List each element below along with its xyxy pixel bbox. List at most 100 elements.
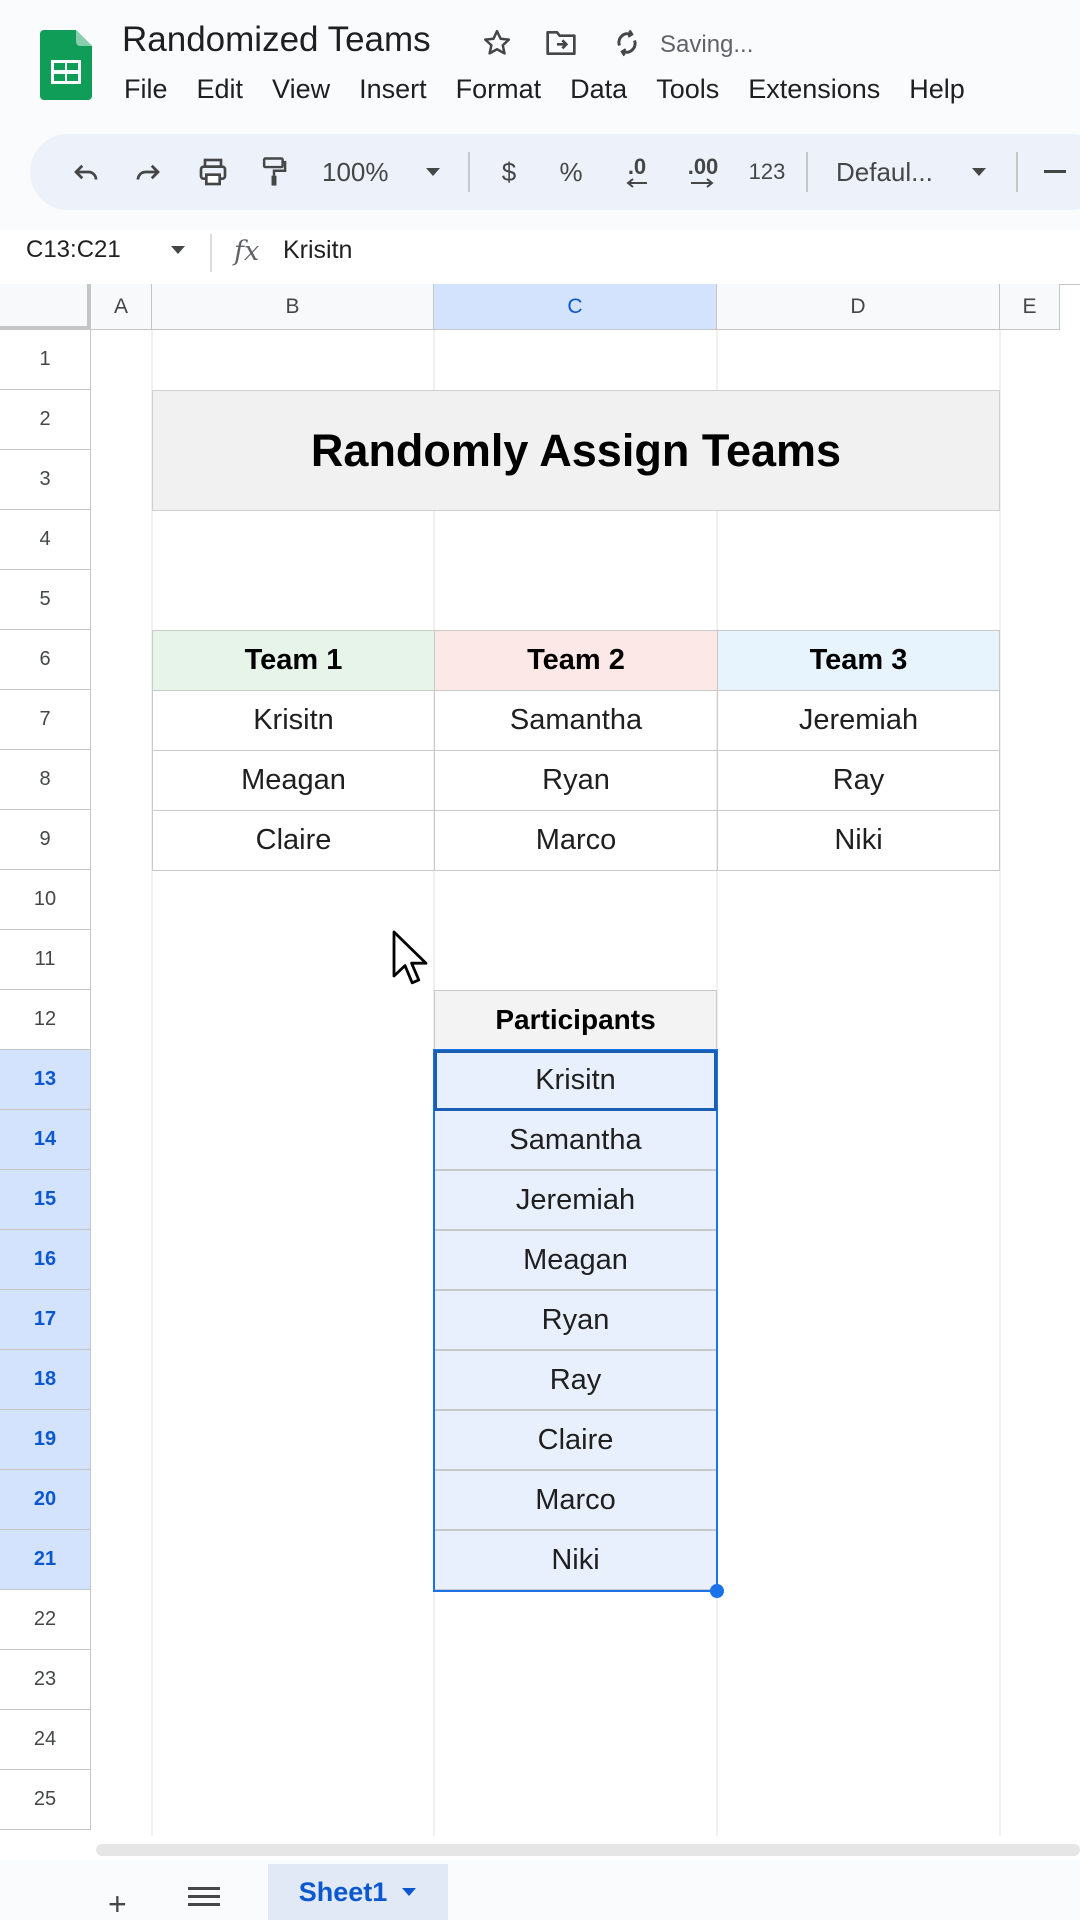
row-header[interactable]: 15 <box>0 1170 91 1230</box>
row-header[interactable]: 22 <box>0 1590 91 1650</box>
team-cell[interactable]: Krisitn <box>152 690 435 751</box>
participant-cell[interactable]: Samantha <box>434 1110 717 1170</box>
team-cell[interactable]: Jeremiah <box>717 690 1000 751</box>
toolbar-separator <box>468 152 470 192</box>
row-header[interactable]: 2 <box>0 390 91 450</box>
menu-extensions[interactable]: Extensions <box>748 74 881 104</box>
participant-cell[interactable]: Jeremiah <box>434 1170 717 1230</box>
column-header-d[interactable]: D <box>717 284 1000 330</box>
participant-cell[interactable]: Ryan <box>434 1290 717 1350</box>
toolbar <box>30 134 1080 210</box>
row-header[interactable]: 18 <box>0 1350 91 1410</box>
team-cell[interactable]: Meagan <box>152 750 435 811</box>
row-header[interactable]: 6 <box>0 630 91 690</box>
row-header[interactable]: 21 <box>0 1530 91 1590</box>
participant-cell[interactable]: Niki <box>434 1530 717 1590</box>
row-header[interactable]: 7 <box>0 690 91 750</box>
row-header[interactable]: 9 <box>0 810 91 870</box>
row-header[interactable]: 11 <box>0 930 91 990</box>
number-format-label: 123 <box>748 159 786 184</box>
participant-cell[interactable]: Marco <box>434 1470 717 1530</box>
name-box-dropdown-icon[interactable] <box>170 242 186 260</box>
add-sheet-button[interactable]: + <box>108 1886 127 1922</box>
increase-decimal-label: .00 <box>687 154 719 179</box>
column-header-c[interactable]: C <box>434 284 717 330</box>
team-cell[interactable]: Marco <box>434 810 718 871</box>
redo-icon[interactable] <box>128 150 168 194</box>
participant-cell[interactable]: Krisitn <box>434 1050 717 1110</box>
row-header[interactable]: 8 <box>0 750 91 810</box>
undo-icon[interactable] <box>66 150 106 194</box>
formula-input[interactable]: Krisitn <box>283 236 353 264</box>
column-header-a[interactable]: A <box>91 284 152 330</box>
row-header[interactable]: 23 <box>0 1650 91 1710</box>
sync-status-icon[interactable] <box>608 24 646 62</box>
menu-file[interactable]: File <box>124 74 168 104</box>
fill-handle[interactable] <box>710 1584 724 1598</box>
sheet-tab-dropdown-icon[interactable] <box>401 1887 417 1897</box>
menu-insert[interactable]: Insert <box>359 74 427 104</box>
sheet-tab-sheet1[interactable]: Sheet1 <box>268 1864 448 1920</box>
row-header[interactable]: 10 <box>0 870 91 930</box>
menu-format[interactable]: Format <box>455 74 542 104</box>
participant-cell[interactable]: Claire <box>434 1410 717 1470</box>
percent-format-button[interactable]: % <box>556 150 586 194</box>
row-header[interactable]: 4 <box>0 510 91 570</box>
menu-edit[interactable]: Edit <box>196 74 244 104</box>
row-header[interactable]: 16 <box>0 1230 91 1290</box>
more-formats-button[interactable]: 123 <box>744 150 790 194</box>
row-header[interactable]: 13 <box>0 1050 91 1110</box>
decrease-font-size-icon[interactable] <box>1040 150 1070 194</box>
zoom-select[interactable]: 100% <box>322 150 402 194</box>
participant-cell[interactable]: Meagan <box>434 1230 717 1290</box>
all-sheets-menu-icon[interactable] <box>188 1886 220 1913</box>
select-all-corner[interactable] <box>0 284 91 330</box>
team-2-header[interactable]: Team 2 <box>434 630 718 691</box>
sheet-title-cell[interactable]: Randomly Assign Teams <box>152 390 1000 511</box>
print-icon[interactable] <box>192 150 234 194</box>
team-1-header[interactable]: Team 1 <box>152 630 435 691</box>
menu-tools[interactable]: Tools <box>656 74 720 104</box>
increase-decimal-button[interactable]: .00 <box>678 150 728 194</box>
row-header[interactable]: 17 <box>0 1290 91 1350</box>
team-cell[interactable]: Ray <box>717 750 1000 811</box>
star-icon[interactable] <box>478 24 516 62</box>
team-3-header[interactable]: Team 3 <box>717 630 1000 691</box>
menu-help[interactable]: Help <box>909 74 965 104</box>
row-header[interactable]: 12 <box>0 990 91 1050</box>
document-title[interactable]: Randomized Teams <box>122 20 431 59</box>
menu-bar: File Edit View Insert Format Data Tools … <box>124 74 994 114</box>
arrow-left-icon <box>626 178 647 188</box>
row-header[interactable]: 5 <box>0 570 91 630</box>
horizontal-scrollbar[interactable] <box>96 1844 1080 1856</box>
row-header[interactable]: 3 <box>0 450 91 510</box>
toolbar-separator <box>806 152 808 192</box>
move-to-folder-icon[interactable] <box>542 24 580 62</box>
paint-format-icon[interactable] <box>254 150 294 194</box>
decrease-decimal-button[interactable]: .0 <box>614 150 660 194</box>
name-box[interactable]: C13:C21 <box>26 236 121 263</box>
row-header[interactable]: 1 <box>0 330 91 390</box>
column-header-b[interactable]: B <box>152 284 434 330</box>
row-header[interactable]: 25 <box>0 1770 91 1830</box>
row-header[interactable]: 20 <box>0 1470 91 1530</box>
row-header[interactable]: 24 <box>0 1710 91 1770</box>
row-header[interactable]: 14 <box>0 1110 91 1170</box>
zoom-dropdown-icon[interactable] <box>420 150 446 194</box>
font-dropdown-icon[interactable] <box>966 150 992 194</box>
row-header[interactable]: 19 <box>0 1410 91 1470</box>
sheet-tab-label: Sheet1 <box>298 1876 388 1907</box>
team-cell[interactable]: Niki <box>717 810 1000 871</box>
menu-view[interactable]: View <box>272 74 331 104</box>
menu-data[interactable]: Data <box>570 74 628 104</box>
team-cell[interactable]: Samantha <box>434 690 718 751</box>
sheet-bar <box>0 1860 1080 1920</box>
participant-cell[interactable]: Ray <box>434 1350 717 1410</box>
team-cell[interactable]: Ryan <box>434 750 718 811</box>
sheets-logo-icon[interactable] <box>40 30 92 100</box>
participants-header[interactable]: Participants <box>434 990 717 1050</box>
team-cell[interactable]: Claire <box>152 810 435 871</box>
column-header-e[interactable]: E <box>1000 284 1060 330</box>
currency-format-button[interactable]: $ <box>494 150 524 194</box>
font-select[interactable]: Defaul... <box>836 150 956 194</box>
